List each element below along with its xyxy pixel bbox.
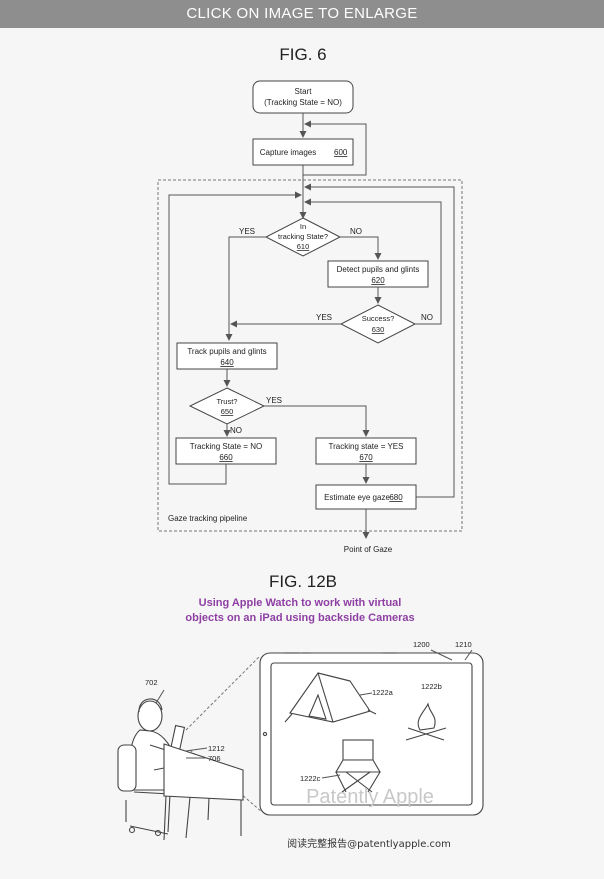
detect-label: Detect pupils and glints (337, 265, 420, 274)
start-box (252, 80, 354, 114)
fig6-title: FIG. 6 (279, 45, 326, 64)
fig12b-caption-line1: Using Apple Watch to work with virtual (199, 597, 402, 609)
detect-pupils-box (327, 260, 429, 288)
ref-706: 706 (208, 754, 221, 763)
gaze-pipeline-label: Gaze tracking pipeline (168, 514, 248, 523)
flow-loop-arrow (304, 183, 455, 498)
ref-1210: 1210 (455, 640, 472, 649)
leader-line (155, 689, 165, 704)
trust-ref: 650 (221, 407, 234, 416)
ts-no-label: Tracking State = NO (190, 442, 262, 451)
ref-1212: 1212 (208, 744, 225, 753)
tent-icon (284, 672, 377, 723)
no-label: NO (350, 227, 362, 236)
ref-1222a: 1222a (372, 688, 394, 697)
gaze-pipeline-boundary (157, 179, 463, 532)
detect-ref: 620 (371, 276, 385, 285)
leader-line (321, 774, 341, 779)
enlarge-banner[interactable]: CLICK ON IMAGE TO ENLARGE (0, 0, 604, 28)
ref-1222b: 1222b (421, 682, 442, 691)
estimate-gaze-box (315, 484, 417, 510)
flow-arrow (225, 236, 266, 341)
tracking-state-no-box (175, 437, 277, 465)
flow-loop-arrow (168, 191, 302, 485)
ts-yes-ref: 670 (359, 453, 373, 462)
flow-arrow (264, 405, 370, 437)
figure-canvas: FIG. 6 Start (Tracking State = NO) Captu… (117, 45, 484, 850)
estimate-label: Estimate eye gaze (324, 493, 390, 502)
fig12b-caption-line2: objects on an iPad using backside Camera… (185, 612, 414, 624)
capture-images-ref: 600 (334, 148, 348, 157)
no-label: NO (421, 313, 433, 322)
flow-loop-arrow (303, 120, 367, 176)
campfire-icon (405, 702, 447, 741)
track-pupils-box (176, 342, 278, 370)
yes-label: YES (266, 396, 282, 405)
watermark-text: Patently Apple (306, 786, 434, 808)
track-ref: 640 (220, 358, 234, 367)
track-label: Track pupils and glints (187, 347, 266, 356)
ref-702: 702 (145, 678, 158, 687)
trust-label: Trust? (217, 397, 238, 406)
camping-chair-icon (335, 739, 381, 793)
decision-success (339, 304, 417, 344)
yes-label: YES (239, 227, 255, 236)
ts-no-ref: 660 (219, 453, 233, 462)
view-projection-line (185, 655, 261, 731)
person-at-desk-illustration (117, 698, 244, 841)
start-label: Start (295, 87, 313, 96)
ref-1222c: 1222c (300, 774, 321, 783)
capture-images-label: Capture images (260, 148, 316, 157)
ts-yes-label: Tracking state = YES (329, 442, 404, 451)
decision-trust (188, 387, 266, 425)
point-of-gaze-label: Point of Gaze (344, 545, 393, 554)
decision610-line1: In (300, 222, 306, 231)
ref-1200: 1200 (413, 640, 430, 649)
leader-line (430, 649, 453, 661)
decision610-line2: tracking State? (278, 232, 328, 241)
fig12b-title: FIG. 12B (269, 572, 337, 591)
yes-label: YES (316, 313, 332, 322)
tracking-state-yes-box (315, 437, 417, 465)
no-label: NO (230, 426, 242, 435)
decision-in-tracking-state (264, 217, 342, 257)
flow-loop-arrow (304, 198, 442, 325)
start-state-label: (Tracking State = NO) (264, 98, 342, 107)
estimate-ref: 680 (389, 493, 403, 502)
success-ref: 630 (372, 325, 385, 334)
leader-line (359, 692, 373, 696)
success-label: Success? (362, 314, 395, 323)
leader-line (185, 747, 208, 752)
flow-arrow (340, 236, 382, 260)
leader-line (464, 649, 473, 661)
footer-link[interactable]: 阅读完整报告@patentlyapple.com (287, 837, 451, 850)
decision610-ref: 610 (297, 242, 310, 251)
